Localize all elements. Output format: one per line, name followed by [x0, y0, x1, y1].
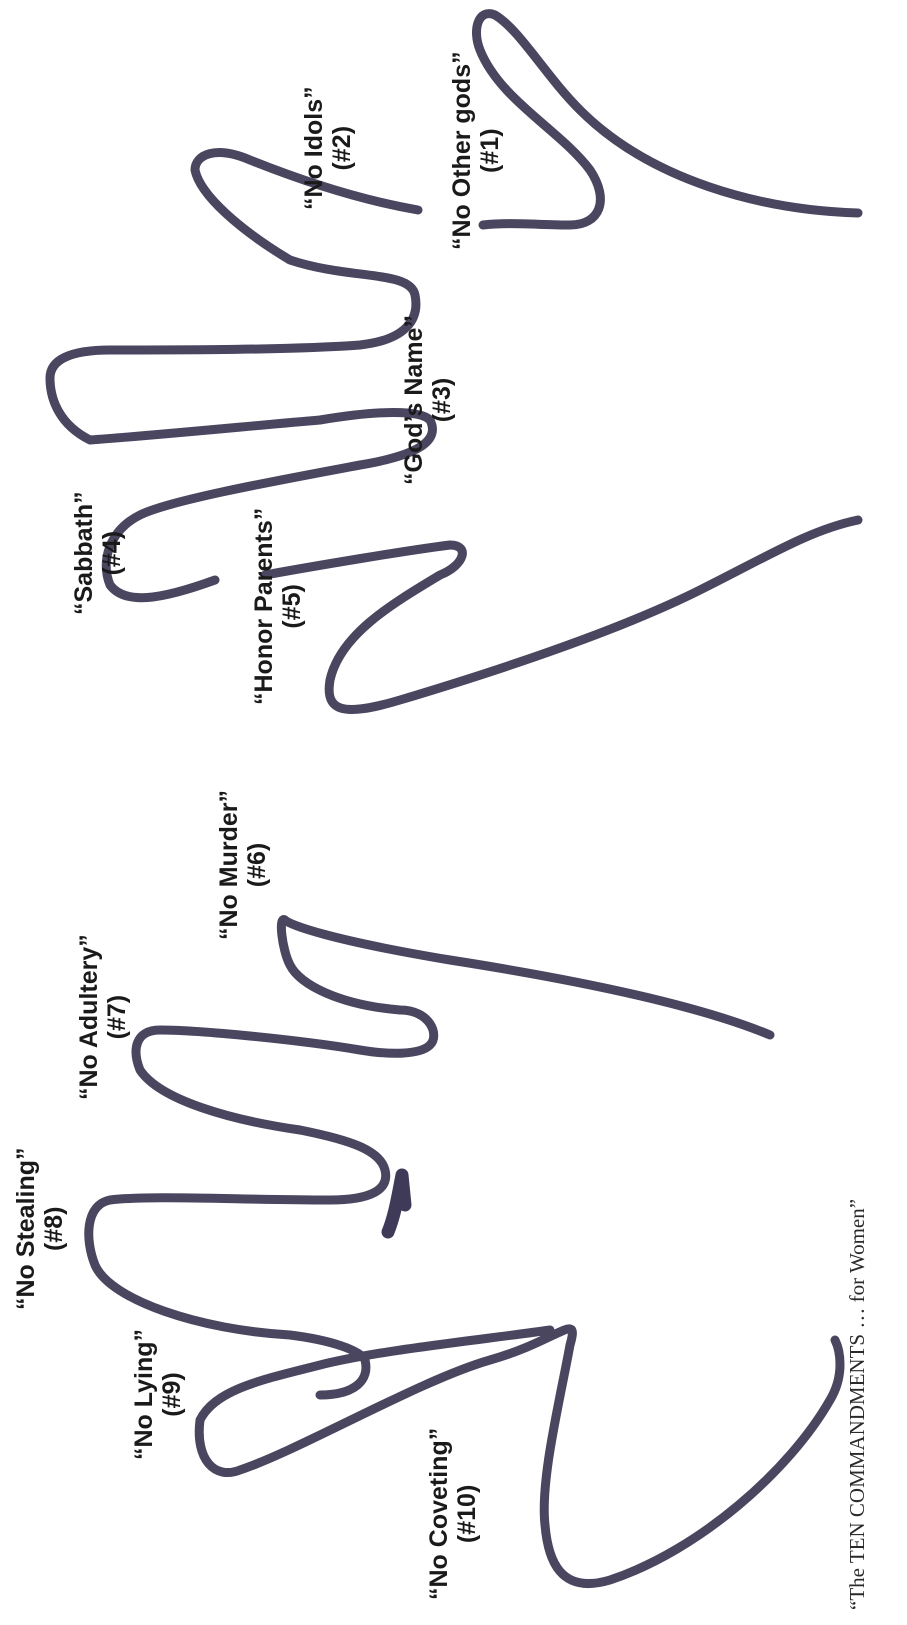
commandment-label-5: “Honor Parents” (#5): [250, 508, 306, 705]
commandment-number-7: (#7): [103, 934, 131, 1100]
upper-hand-thumb-outline: [476, 14, 858, 225]
commandment-label-3: “God’s Name” (#3): [400, 315, 456, 485]
commandment-title-10: “No Coveting”: [425, 1428, 453, 1600]
lower-hand-main-outline: [89, 920, 770, 1395]
commandment-label-2: “No Idols” (#2): [300, 86, 356, 210]
commandment-title-5: “Honor Parents”: [250, 508, 278, 705]
commandment-title-7: “No Adultery”: [75, 934, 103, 1100]
commandment-label-8: “No Stealing” (#8): [12, 1147, 68, 1310]
page-caption: “The TEN COMMANDMENTS … for Women”: [845, 1199, 870, 1610]
lower-hand-thumb-outline: [199, 1329, 840, 1584]
commandment-label-4: “Sabbath” (#4): [70, 491, 126, 615]
commandment-title-3: “God’s Name”: [400, 315, 428, 485]
commandment-label-7: “No Adultery” (#7): [75, 934, 131, 1100]
commandment-number-6: (#6): [243, 790, 271, 940]
commandment-number-3: (#3): [428, 315, 456, 485]
commandment-label-1: “No Other gods” (#1): [448, 51, 504, 250]
commandment-number-1: (#1): [476, 51, 504, 250]
upper-hand-pinky-outline: [265, 520, 858, 710]
commandment-number-2: (#2): [328, 86, 356, 210]
commandment-label-6: “No Murder” (#6): [215, 790, 271, 940]
commandment-title-8: “No Stealing”: [12, 1147, 40, 1310]
commandment-label-10: “No Coveting” (#10): [425, 1428, 481, 1600]
commandment-number-8: (#8): [40, 1147, 68, 1310]
commandment-title-6: “No Murder”: [215, 790, 243, 940]
commandment-title-1: “No Other gods”: [448, 51, 476, 250]
commandment-number-9: (#9): [158, 1329, 186, 1460]
commandment-title-2: “No Idols”: [300, 86, 328, 210]
lower-hand-ring-band: [388, 1175, 405, 1232]
commandment-number-4: (#4): [98, 491, 126, 615]
commandment-number-5: (#5): [278, 508, 306, 705]
commandment-number-10: (#10): [453, 1428, 481, 1600]
commandment-title-4: “Sabbath”: [70, 491, 98, 615]
commandment-label-9: “No Lying” (#9): [130, 1329, 186, 1460]
commandment-title-9: “No Lying”: [130, 1329, 158, 1460]
